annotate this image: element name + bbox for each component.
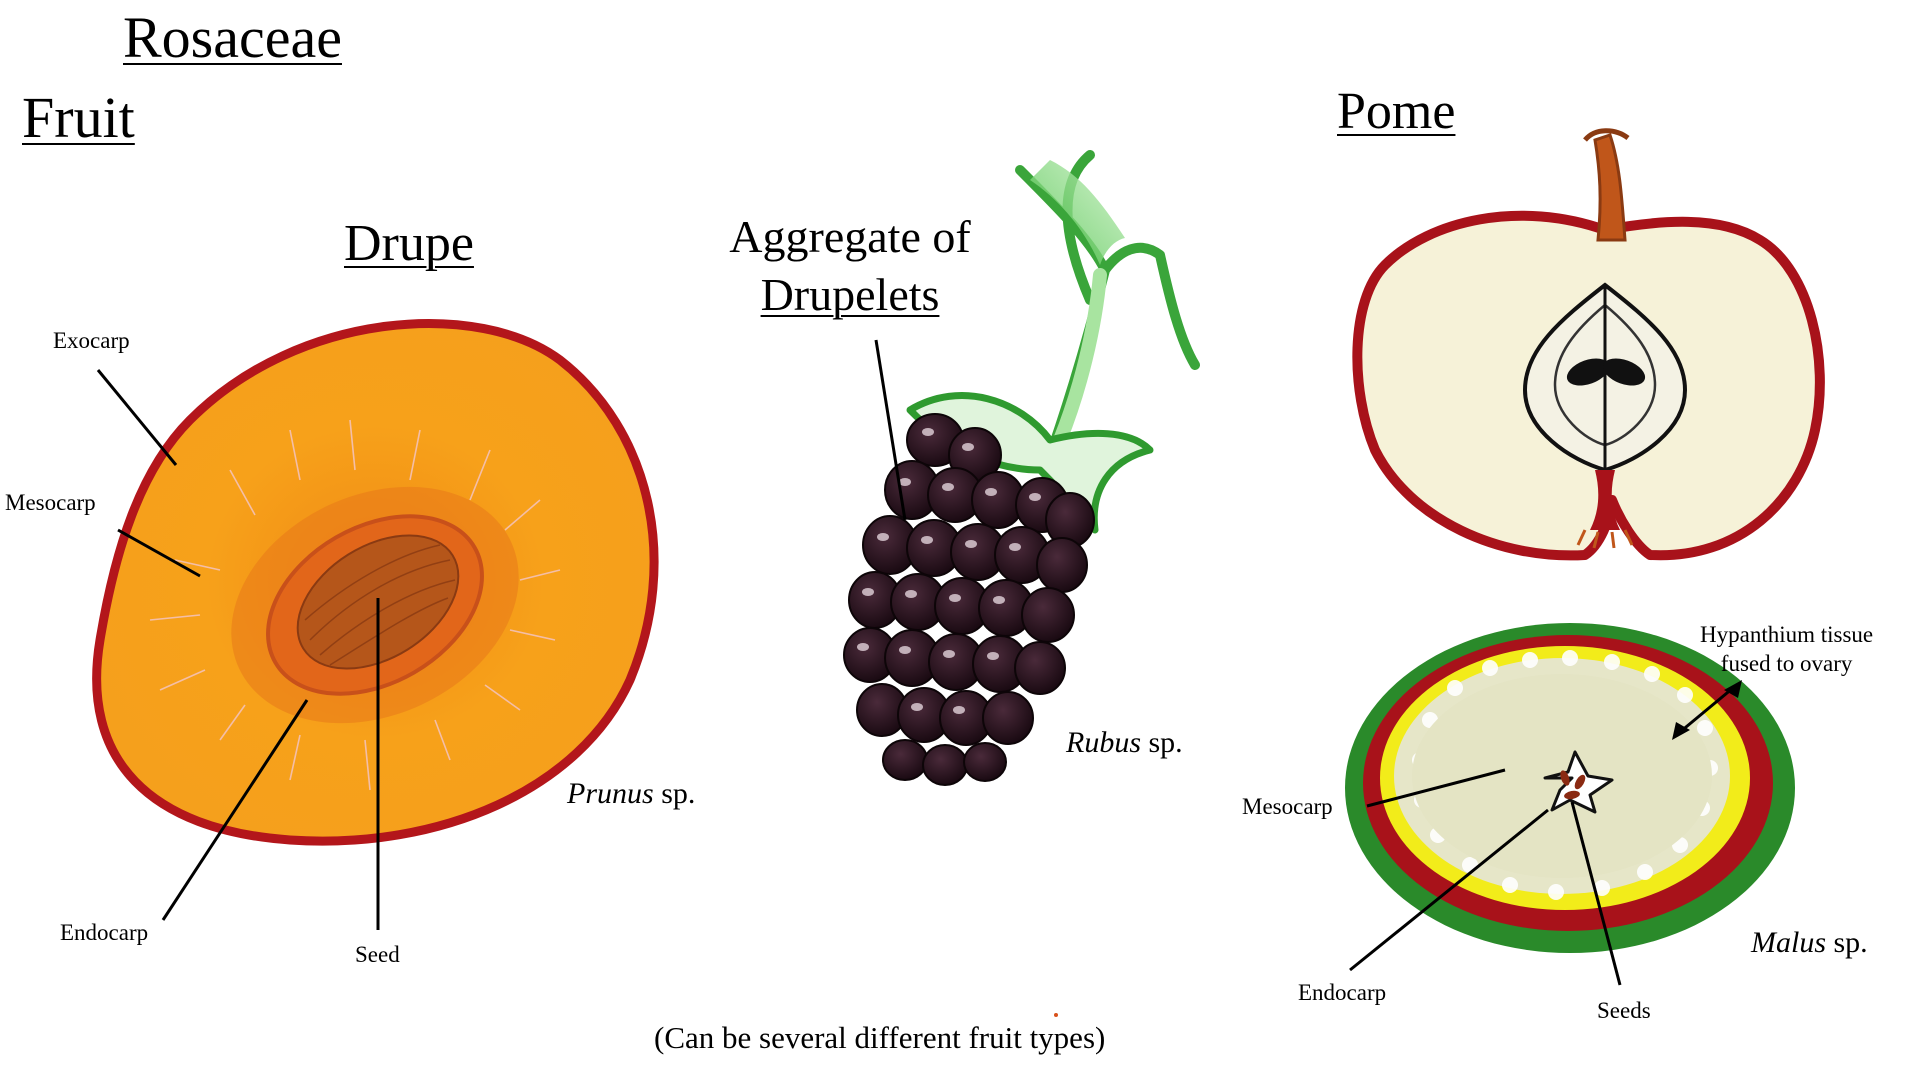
- drupe-title: Drupe: [344, 215, 474, 272]
- malus-genus: Malus: [1751, 926, 1826, 959]
- malus-suffix: sp.: [1826, 926, 1868, 959]
- drupelet-cluster: [843, 413, 1095, 786]
- prunus-species-label: Prunus sp.: [567, 777, 695, 811]
- hypanthium-label-line2: fused to ovary: [1720, 651, 1853, 676]
- footnote: (Can be several different fruit types): [654, 1020, 1106, 1055]
- rubus-species-label: Rubus sp.: [1066, 726, 1183, 760]
- seed-label: Seed: [355, 942, 400, 967]
- apple-cross-section-illustration: [1345, 623, 1795, 953]
- drupe-leader-lines: [96, 369, 380, 930]
- page-heading: Fruit: [22, 85, 135, 150]
- drupe-mesocarp-label: Mesocarp: [5, 490, 96, 515]
- malus-species-label: Malus sp.: [1751, 926, 1868, 960]
- apple-longitudinal-illustration: [1352, 128, 1825, 561]
- blackberry-illustration: [843, 150, 1200, 786]
- pome-endocarp-label: Endocarp: [1298, 980, 1387, 1005]
- prunus-genus: Prunus: [567, 777, 654, 810]
- rubus-suffix: sp.: [1141, 726, 1183, 759]
- drupelets-leader-line: [874, 339, 907, 521]
- hypanthium-arrow-heads: [1672, 680, 1742, 740]
- drupe-endocarp-label: Endocarp: [60, 920, 149, 945]
- prunus-suffix: sp.: [653, 777, 696, 810]
- hypanthium-label: Hypanthium tissue fused to ovary: [1700, 620, 1873, 678]
- rubus-genus: Rubus: [1066, 726, 1141, 759]
- drupelets-word: Drupelets: [760, 269, 940, 320]
- seeds-label: Seeds: [1597, 998, 1651, 1023]
- pome-title: Pome: [1337, 83, 1456, 140]
- apple-stem: [1593, 133, 1627, 242]
- aggregate-title-line1: Aggregate of: [729, 211, 971, 262]
- family-title: Rosaceae: [123, 5, 342, 70]
- hypanthium-label-line1: Hypanthium tissue: [1700, 622, 1874, 647]
- exocarp-label: Exocarp: [53, 328, 130, 353]
- drupe-illustration: [92, 319, 659, 846]
- pome-mesocarp-label: Mesocarp: [1242, 794, 1333, 819]
- aggregate-title: Aggregate of Drupelets: [700, 208, 1000, 324]
- aggregate-title-line2: Drupelets: [700, 266, 1000, 324]
- pome-leader-lines: [1349, 686, 1734, 986]
